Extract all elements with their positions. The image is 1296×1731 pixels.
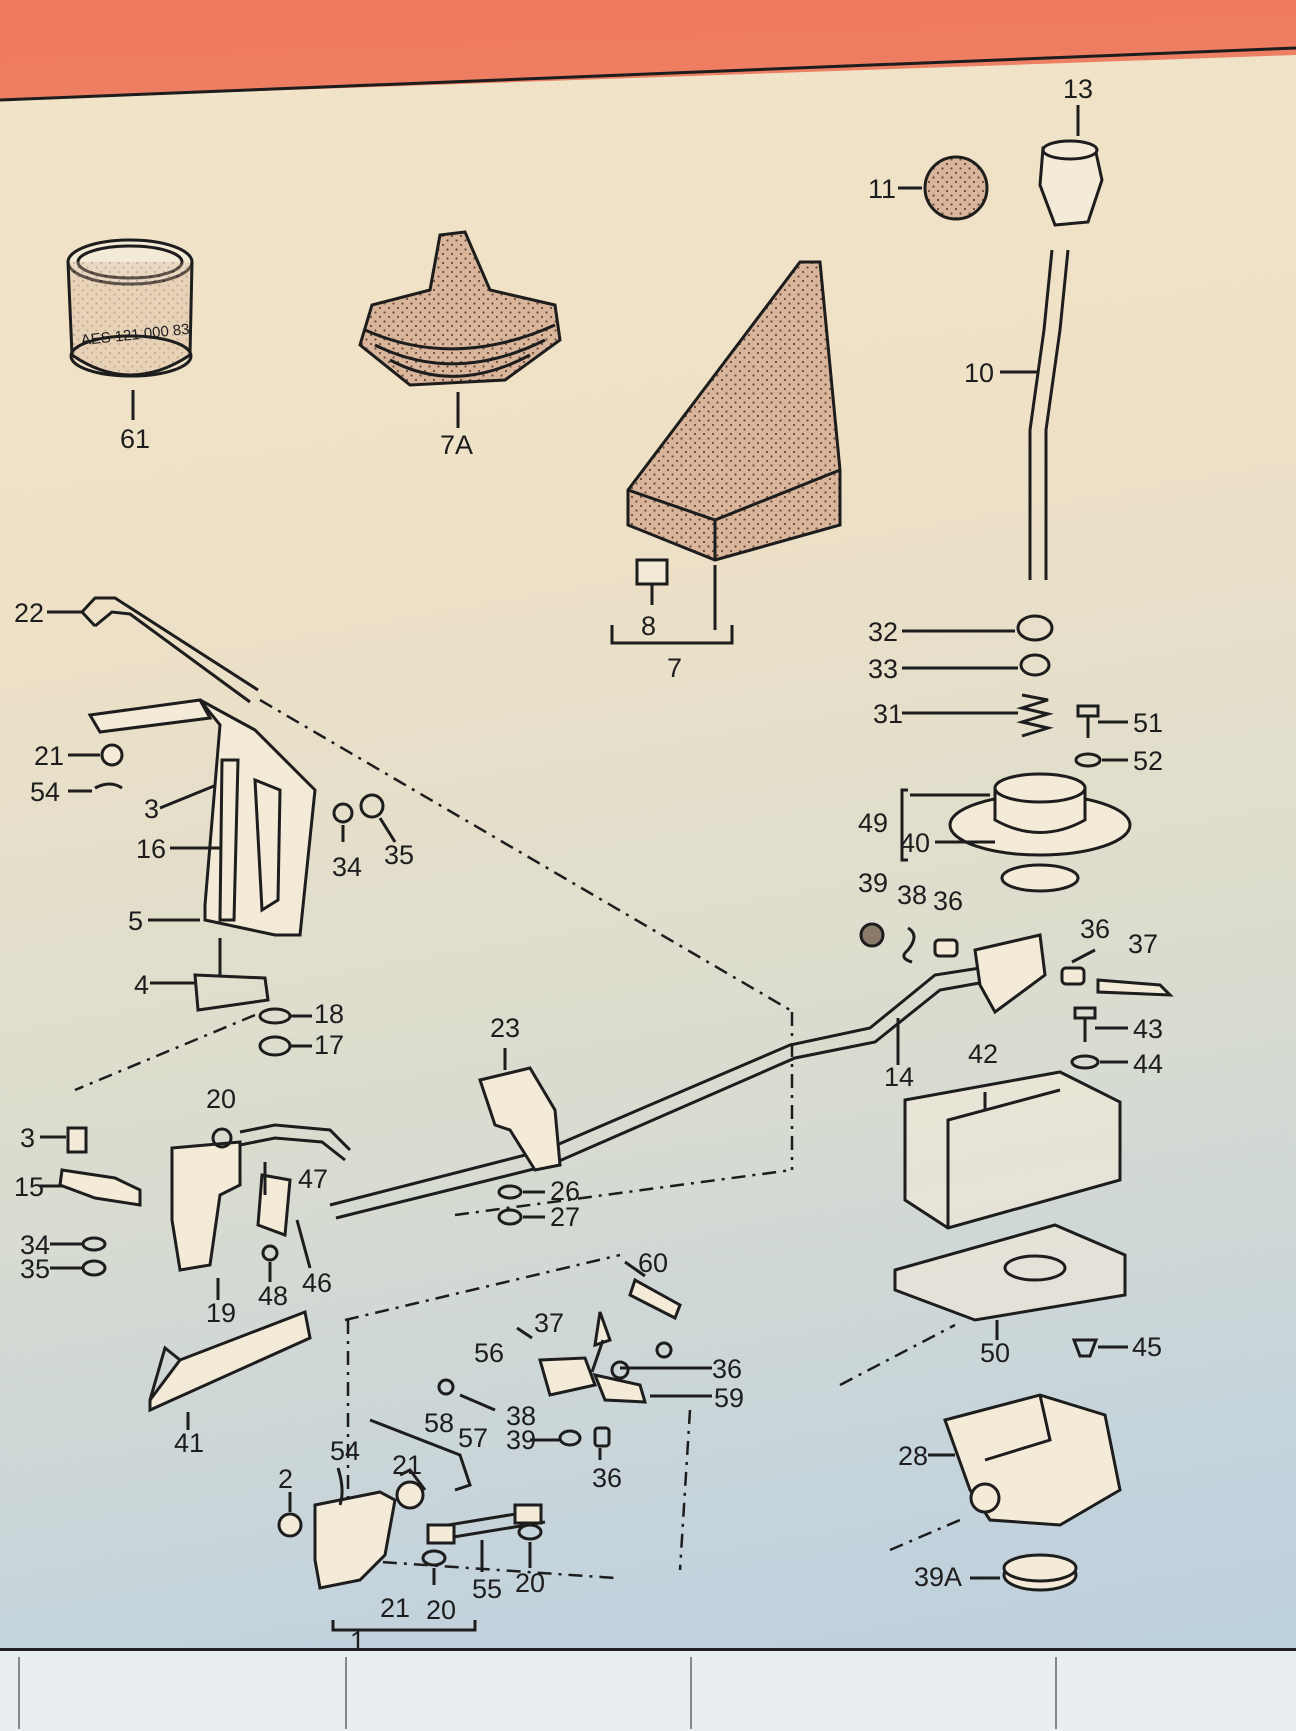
part-23-bracket	[478, 1048, 562, 1226]
callout-4: 4	[134, 970, 149, 1000]
callout-21a: 21	[34, 741, 64, 771]
thumbnail-3[interactable]	[690, 1657, 1052, 1729]
part-14-shift-rod	[329, 933, 1047, 1220]
callout-35a: 35	[384, 840, 414, 870]
callout-39A: 39A	[914, 1562, 962, 1592]
callout-54a: 54	[30, 777, 60, 807]
part-28-housing	[928, 1393, 1122, 1527]
callout-20c: 20	[426, 1595, 456, 1625]
parts-31-33-spring-stack	[902, 614, 1054, 738]
callout-8: 8	[641, 611, 656, 641]
part-10-shift-lever	[1000, 249, 1070, 580]
callout-33: 33	[868, 654, 898, 684]
callout-45: 45	[1132, 1332, 1162, 1362]
callout-55: 55	[472, 1574, 502, 1604]
callout-54b: 54	[330, 1436, 360, 1466]
callout-18: 18	[314, 999, 344, 1029]
callout-34a: 34	[332, 852, 362, 882]
callout-17: 17	[314, 1030, 344, 1060]
callout-34b: 34	[20, 1230, 50, 1260]
part-22-rod	[47, 596, 259, 704]
callout-26: 26	[550, 1176, 580, 1206]
callout-labels: 13 11 10 61 7A 8 7 22 32 33 31 51 52 49 …	[14, 74, 1163, 1656]
callout-36b: 36	[1080, 914, 1110, 944]
callout-41: 41	[174, 1428, 204, 1458]
thumbnail-strip	[0, 1648, 1296, 1731]
thumbnail-4[interactable]	[1055, 1657, 1292, 1729]
part-39A-cap	[970, 1553, 1078, 1592]
callout-43: 43	[1133, 1014, 1163, 1044]
callout-57: 57	[458, 1423, 488, 1453]
callout-42: 42	[968, 1039, 998, 1069]
callout-31: 31	[873, 699, 903, 729]
callout-2: 2	[278, 1464, 293, 1494]
part-41-plate	[148, 1309, 312, 1430]
callout-21b: 21	[392, 1450, 422, 1480]
thumbnail-2[interactable]	[345, 1657, 687, 1729]
callout-39b: 39	[506, 1425, 536, 1455]
callout-7: 7	[667, 653, 682, 683]
part-7A-boot	[358, 230, 562, 428]
parts-51-52-bolt-washer	[1074, 704, 1128, 768]
callout-35b: 35	[20, 1254, 50, 1284]
callout-36a: 36	[933, 886, 963, 916]
callout-52: 52	[1133, 746, 1163, 776]
callout-28: 28	[898, 1441, 928, 1471]
parts-19-shift-housing	[40, 1123, 352, 1300]
callout-32: 32	[868, 617, 898, 647]
callout-47: 47	[298, 1164, 328, 1194]
callout-60: 60	[638, 1248, 668, 1278]
callout-22: 22	[14, 598, 44, 628]
callout-46: 46	[302, 1268, 332, 1298]
callout-20b: 20	[515, 1568, 545, 1598]
callout-10: 10	[964, 358, 994, 388]
part-11-cap	[898, 155, 989, 221]
callout-58: 58	[424, 1408, 454, 1438]
callout-36d: 36	[592, 1463, 622, 1493]
callout-23: 23	[490, 1013, 520, 1043]
callout-37a: 37	[1128, 929, 1158, 959]
callout-40: 40	[900, 828, 930, 858]
parts-1-lever-assembly	[277, 1418, 546, 1632]
callout-37b: 37	[534, 1308, 564, 1338]
callout-38b: 38	[506, 1401, 536, 1431]
callout-14: 14	[884, 1062, 914, 1092]
part-61-ring	[66, 238, 194, 420]
callout-3a: 3	[144, 794, 159, 824]
callout-20a: 20	[206, 1084, 236, 1114]
callout-36c: 36	[712, 1354, 742, 1384]
assembly-lines	[74, 698, 961, 1580]
callout-27: 27	[550, 1202, 580, 1232]
callout-49: 49	[858, 808, 888, 838]
callout-48: 48	[258, 1281, 288, 1311]
callout-5: 5	[128, 906, 143, 936]
callout-21c: 21	[380, 1593, 410, 1623]
callout-59: 59	[714, 1383, 744, 1413]
parts-56-60-linkage	[437, 1260, 712, 1460]
callout-61: 61	[120, 424, 150, 454]
callout-51: 51	[1133, 708, 1163, 738]
parts-36-39-coupling-hardware	[859, 922, 1174, 997]
part-13-knob	[1038, 105, 1104, 227]
callout-56: 56	[474, 1338, 504, 1368]
callout-38a: 38	[897, 880, 927, 910]
callout-39a: 39	[858, 868, 888, 898]
callout-15: 15	[14, 1172, 44, 1202]
part-42-mounting-box	[903, 1006, 1128, 1230]
part-7-shift-boot	[610, 260, 842, 645]
callout-16: 16	[136, 834, 166, 864]
callout-7A: 7A	[440, 430, 473, 460]
thumbnail-1[interactable]	[18, 1657, 342, 1729]
parts-49-40-housing	[900, 772, 1132, 893]
callout-3b: 3	[20, 1123, 35, 1153]
callout-13: 13	[1063, 74, 1093, 104]
callout-11: 11	[868, 174, 896, 204]
callout-44: 44	[1133, 1049, 1163, 1079]
parts-16-bracket-assembly	[68, 698, 397, 1057]
part-50-base-plate	[893, 1223, 1128, 1358]
callout-50: 50	[980, 1338, 1010, 1368]
callout-19: 19	[206, 1298, 236, 1328]
